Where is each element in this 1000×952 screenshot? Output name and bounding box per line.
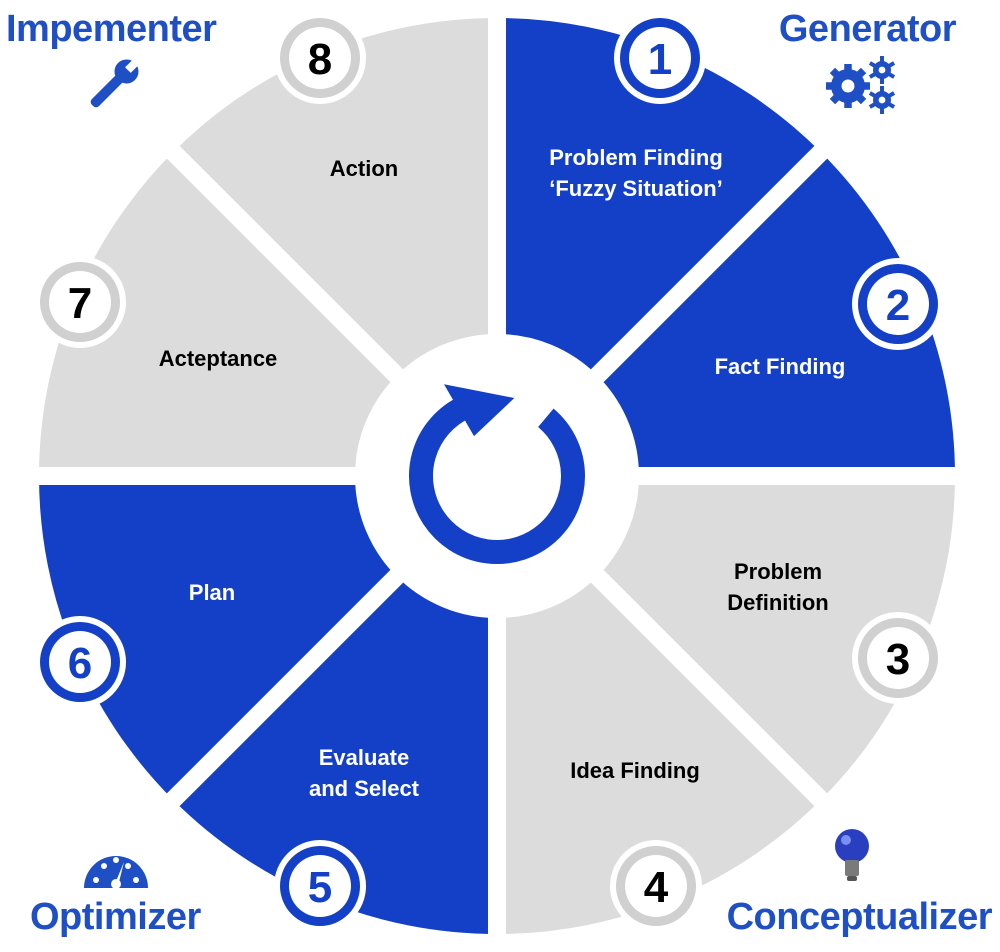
- speedometer-icon: [84, 856, 148, 889]
- badge-number: 4: [644, 863, 669, 912]
- cycle-arrow-head: [444, 384, 515, 437]
- step-label-4: Idea Finding: [570, 758, 700, 783]
- badge-face: [49, 271, 111, 333]
- badge-number: 3: [886, 635, 910, 684]
- segment-divider: [159, 567, 406, 814]
- badge-number: 1: [648, 35, 672, 84]
- badge-step-2: 2: [852, 258, 944, 350]
- badge-face: [867, 627, 929, 689]
- role-label-generator: Generator: [778, 8, 957, 50]
- badge-face: [49, 631, 111, 693]
- wheel-segments: [29, 8, 965, 944]
- segment-step-3: [597, 476, 955, 800]
- badge-number: 2: [886, 281, 910, 330]
- segment-divider: [588, 138, 835, 385]
- step-label-7: Acteptance: [159, 346, 278, 371]
- role-label-impementer: Impementer: [6, 8, 217, 50]
- step-label-2: Fact Finding: [715, 354, 846, 379]
- segment-labels: Problem Finding‘Fuzzy Situation’ Fact Fin…: [159, 145, 846, 801]
- badge-step-4: 4: [610, 840, 702, 932]
- badge-face: [867, 273, 929, 335]
- center-hub: [361, 340, 633, 612]
- hub-disc: [361, 340, 633, 612]
- segment-divider: [159, 138, 406, 385]
- segment-step-2: [597, 152, 955, 477]
- step-label-6: Plan: [189, 580, 235, 605]
- step-badges: 1 2 3 4 5 6 7 8: [34, 12, 944, 932]
- badge-face: [625, 855, 687, 917]
- segment-step-7: [39, 152, 397, 477]
- badge-step-8: 8: [274, 12, 366, 104]
- badge-step-7: 7: [34, 256, 126, 348]
- badge-number: 7: [68, 279, 92, 328]
- badge-number: 6: [68, 639, 92, 688]
- badge-step-1: 1: [614, 12, 706, 104]
- role-label-optimizer: Optimizer: [30, 896, 201, 938]
- badge-step-5: 5: [274, 840, 366, 932]
- badge-face: [289, 27, 351, 89]
- lightbulb-icon: [835, 829, 869, 881]
- gears-icon: [826, 56, 896, 114]
- wrench-icon: [90, 57, 141, 108]
- segment-step-5: [173, 576, 498, 934]
- role-icons: [84, 56, 896, 889]
- badge-face: [289, 855, 351, 917]
- badge-step-3: 3: [852, 612, 944, 704]
- segment-step-6: [39, 476, 397, 800]
- segment-step-4: [497, 576, 821, 934]
- segment-divider: [588, 567, 835, 814]
- segment-step-8: [173, 18, 498, 376]
- step-label-8: Action: [330, 156, 398, 181]
- badge-number: 8: [308, 35, 332, 84]
- segment-step-1: [497, 18, 821, 376]
- badge-number: 5: [308, 863, 332, 912]
- badge-face: [629, 27, 691, 89]
- role-label-conceptualizer: Conceptualizer: [726, 896, 993, 938]
- cycle-arrow-body: [409, 396, 585, 564]
- cycle-arrow-icon: [409, 384, 585, 564]
- step-label-1: Problem Finding‘Fuzzy Situation’: [549, 145, 723, 201]
- badge-step-6: 6: [34, 616, 126, 708]
